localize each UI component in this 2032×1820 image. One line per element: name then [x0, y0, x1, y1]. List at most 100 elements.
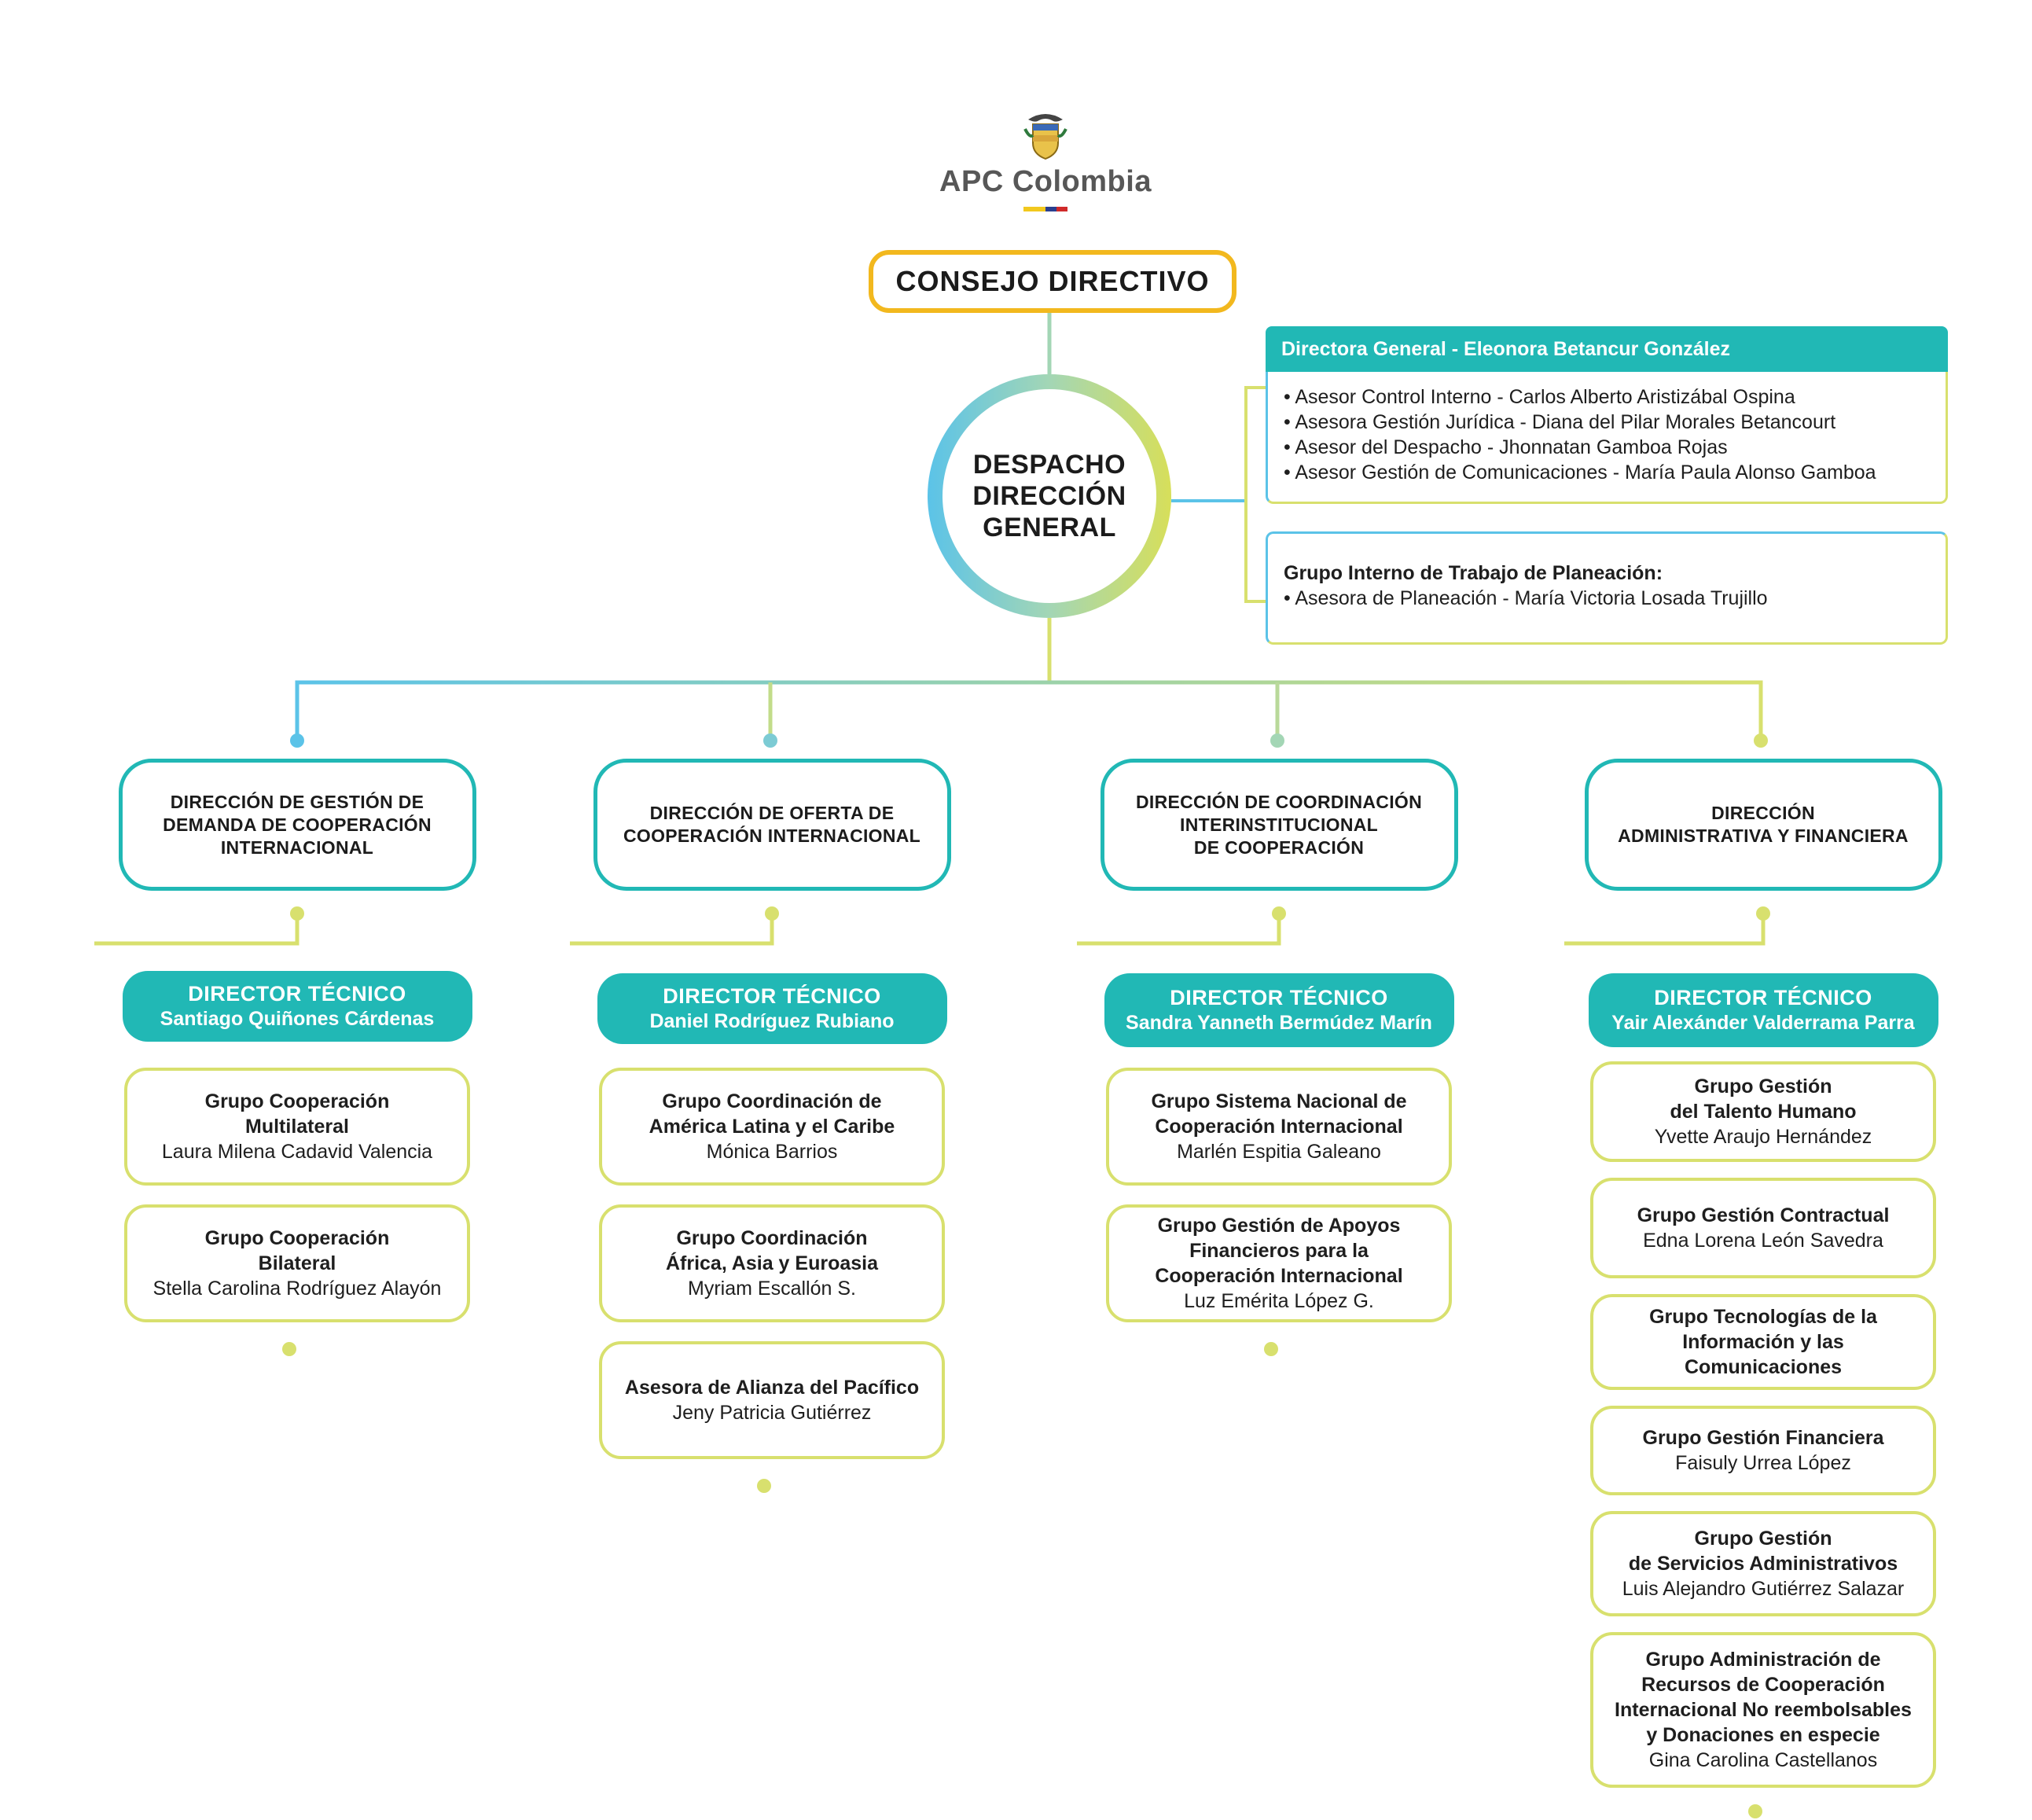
group-leader: Luis Alejandro Gutiérrez Salazar: [1622, 1578, 1905, 1600]
director-tecnico-name: Sandra Yanneth Bermúdez Marín: [1126, 1012, 1432, 1034]
director-tecnico-label: DIRECTOR TÉCNICO: [188, 982, 406, 1006]
connector-line: [295, 680, 1763, 741]
connector-dot: [757, 1479, 771, 1493]
director-tecnico-pill: DIRECTOR TÉCNICO Yair Alexánder Valderram…: [1588, 973, 1938, 1047]
group-leader: Laura Milena Cadavid Valencia: [161, 1141, 433, 1163]
connector-dot: [1270, 734, 1284, 748]
group-title: Grupo Gestión del Talento Humano: [1670, 1075, 1857, 1123]
flag-stripe: [1023, 206, 1067, 211]
planeacion-box: Grupo Interno de Trabajo de Planeación: …: [1266, 531, 1948, 645]
director-tecnico-pill: DIRECTOR TÉCNICO Sandra Yanneth Bermúdez …: [1104, 973, 1454, 1047]
connector-dot: [1264, 1342, 1278, 1356]
group-title: Grupo Sistema Nacional de Cooperación In…: [1151, 1090, 1407, 1138]
group-box: Grupo Gestión de Servicios Administrativ…: [1590, 1511, 1936, 1616]
connector-dot: [290, 734, 304, 748]
direction-name-line: COOPERACIÓN INTERNACIONAL: [623, 825, 921, 846]
connector-line: [94, 914, 299, 946]
direction-name-line: DIRECCIÓN DE OFERTA DE: [649, 803, 895, 823]
group-title: Grupo Coordinación de América Latina y e…: [649, 1090, 895, 1138]
group-title: Grupo Administración de Recursos de Coop…: [1615, 1649, 1912, 1746]
director-tecnico-label: DIRECTOR TÉCNICO: [1170, 986, 1388, 1009]
connector-dot: [1754, 734, 1768, 748]
group-leader: Edna Lorena León Savedra: [1643, 1230, 1883, 1252]
connector-line: [1077, 914, 1281, 946]
advisor-item: • Asesor Gestión de Comunicaciones - Mar…: [1284, 461, 1876, 483]
direction-name-line: INTERNACIONAL: [220, 836, 374, 858]
logo-block: APC Colombia: [928, 110, 1163, 212]
despacho-line-1: DESPACHO: [972, 450, 1126, 480]
connector-dot: [1748, 1804, 1762, 1818]
direction-name-line: DEMANDA DE COOPERACIÓN: [163, 814, 432, 835]
group-title: Grupo Coordinación África, Asia y Euroas…: [665, 1227, 879, 1274]
director-tecnico-label: DIRECTOR TÉCNICO: [663, 984, 881, 1008]
direction-name-line: DIRECCIÓN DE GESTIÓN DE: [170, 791, 424, 812]
direction-name-line: DIRECCIÓN DE COORDINACIÓN: [1135, 791, 1422, 812]
director-tecnico-label: DIRECTOR TÉCNICO: [1654, 986, 1872, 1009]
connector-dot: [763, 734, 777, 748]
despacho-line-3: GENERAL: [983, 513, 1116, 542]
group-title: Grupo Gestión Financiera: [1642, 1427, 1884, 1449]
direction-name-line: DE COOPERACIÓN: [1193, 836, 1365, 858]
connector-dot: [282, 1342, 296, 1356]
direction-name-line: DIRECCIÓN: [1711, 803, 1815, 823]
planeacion-item: • Asesora de Planeación - María Victoria…: [1284, 587, 1768, 609]
group-title: Asesora de Alianza del Pacífico: [624, 1377, 920, 1399]
director-tecnico-name: Yair Alexánder Valderrama Parra: [1611, 1012, 1915, 1034]
group-box: Grupo Sistema Nacional de Cooperación In…: [1106, 1068, 1452, 1186]
group-leader: Marlén Espitia Galeano: [1177, 1141, 1381, 1163]
group-leader: Stella Carolina Rodríguez Alayón: [152, 1278, 442, 1300]
flag-blue: [1045, 206, 1056, 211]
despacho-inner: DESPACHO DIRECCIÓN GENERAL: [943, 389, 1156, 603]
app-title: APC Colombia: [939, 164, 1152, 198]
group-title: Grupo Cooperación Multilateral: [204, 1090, 390, 1138]
group-box: Grupo Coordinación de América Latina y e…: [599, 1068, 945, 1186]
flag-red: [1056, 206, 1067, 211]
directora-general-header: Directora General - Eleonora Betancur Go…: [1266, 326, 1948, 372]
group-leader: Faisuly Urrea López: [1675, 1452, 1851, 1474]
group-box: Grupo Tecnologías de la Información y la…: [1590, 1294, 1936, 1390]
advisors-box: • Asesor Control Interno - Carlos Albert…: [1266, 372, 1948, 504]
direction-name-line: INTERINSTITUCIONAL: [1180, 814, 1378, 835]
group-title: Grupo Gestión Contractual: [1637, 1204, 1890, 1226]
despacho-line-2: DIRECCIÓN: [972, 481, 1126, 511]
group-leader: Luz Emérita López G.: [1184, 1290, 1374, 1312]
colombia-coat-of-arms-icon: [1023, 113, 1067, 160]
group-leader: Mónica Barrios: [706, 1141, 838, 1163]
connector-line: [1564, 914, 1766, 946]
group-leader: Yvette Araujo Hernández: [1654, 1126, 1872, 1148]
despacho-circle: DESPACHO DIRECCIÓN GENERAL: [928, 374, 1171, 618]
planeacion-title: Grupo Interno de Trabajo de Planeación:: [1284, 562, 1663, 584]
director-tecnico-name: Daniel Rodríguez Rubiano: [649, 1010, 895, 1032]
direction-name-line: ADMINISTRATIVA Y FINANCIERA: [1618, 825, 1909, 846]
group-title: Grupo Cooperación Bilateral: [204, 1227, 390, 1274]
connector-line: [1244, 386, 1266, 603]
advisor-item: • Asesora Gestión Jurídica - Diana del P…: [1284, 411, 1836, 433]
group-leader: Jeny Patricia Gutiérrez: [672, 1402, 872, 1424]
directora-general-label: Directora General - Eleonora Betancur Go…: [1281, 337, 1730, 360]
group-box: Grupo Administración de Recursos de Coop…: [1590, 1632, 1936, 1788]
consejo-directivo-box: CONSEJO DIRECTIVO: [869, 250, 1236, 313]
group-leader: Gina Carolina Castellanos: [1648, 1749, 1878, 1771]
connector-line: [570, 914, 774, 946]
director-tecnico-name: Santiago Quiñones Cárdenas: [160, 1008, 435, 1030]
group-title: Grupo Gestión de Servicios Administrativ…: [1628, 1528, 1898, 1575]
group-box: Grupo Gestión de Apoyos Financieros para…: [1106, 1204, 1452, 1322]
flag-yellow: [1023, 206, 1045, 211]
advisor-item: • Asesor Control Interno - Carlos Albert…: [1284, 386, 1795, 408]
group-title: Grupo Gestión de Apoyos Financieros para…: [1155, 1215, 1403, 1287]
advisor-item: • Asesor del Despacho - Jhonnatan Gamboa…: [1284, 436, 1728, 458]
group-leader: Myriam Escallón S.: [688, 1278, 856, 1300]
